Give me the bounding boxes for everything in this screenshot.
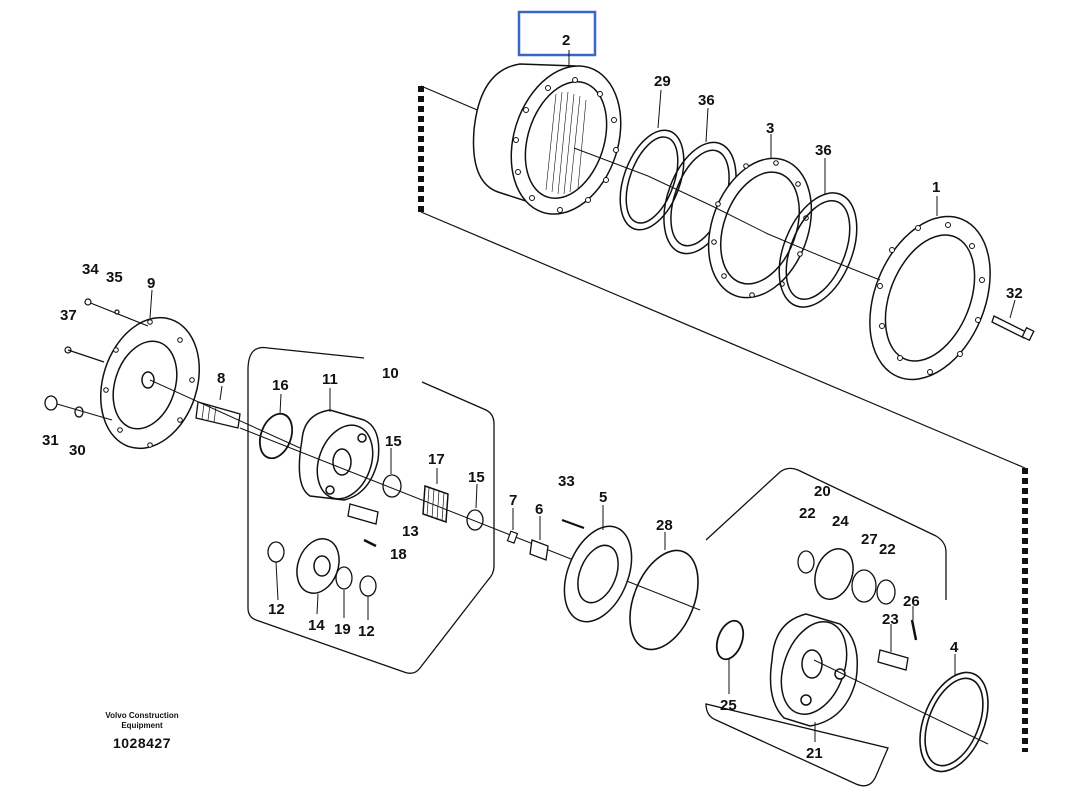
part-pin-13[interactable] [347, 503, 379, 525]
drawing-caption: Volvo Construction Equipment 1028427 [86, 711, 198, 751]
label-part-11[interactable]: 11 [322, 371, 338, 388]
part-washer-12a[interactable] [267, 541, 285, 563]
label-part-6[interactable]: 6 [535, 501, 543, 518]
part-cover-9[interactable] [85, 305, 216, 461]
part-hub-1[interactable] [847, 199, 1013, 398]
part-sun-shaft-8[interactable] [149, 379, 301, 449]
part-gear-14[interactable] [290, 533, 347, 599]
part-bushing-6[interactable] [529, 539, 549, 561]
group-20-outline [705, 467, 947, 787]
label-part-1[interactable]: 1 [932, 179, 940, 196]
part-bearing-27[interactable] [851, 569, 877, 603]
label-part-34[interactable]: 34 [82, 261, 99, 278]
part-ring-28[interactable] [617, 541, 712, 660]
label-part-31[interactable]: 31 [42, 432, 59, 449]
part-key-7[interactable] [506, 530, 519, 544]
label-part-28[interactable]: 28 [656, 517, 673, 534]
selected-part-highlight [517, 10, 597, 57]
label-part-30[interactable]: 30 [69, 442, 86, 459]
upper-axis-line [573, 147, 881, 281]
part-planet-gear-17[interactable] [422, 484, 449, 524]
label-part-12b[interactable]: 12 [358, 623, 375, 640]
part-carrier-11[interactable] [298, 409, 382, 507]
label-part-13[interactable]: 13 [402, 523, 419, 540]
label-part-35[interactable]: 35 [106, 269, 123, 286]
label-part-7[interactable]: 7 [509, 492, 517, 509]
part-bolt-32[interactable] [991, 315, 1035, 342]
part-snap-ring-25[interactable] [712, 617, 748, 663]
part-washer-12b[interactable] [359, 575, 377, 597]
label-part-15a[interactable]: 15 [385, 433, 402, 450]
label-part-26[interactable]: 26 [903, 593, 920, 610]
label-part-10[interactable]: 10 [382, 365, 399, 382]
part-flange-3[interactable] [690, 144, 829, 312]
label-part-23[interactable]: 23 [882, 611, 899, 628]
part-fasteners-34-35-37[interactable] [64, 298, 149, 363]
part-labels: 2 29 36 3 36 1 32 34 35 9 37 8 16 11 10 … [42, 32, 1023, 762]
part-washer-15a[interactable] [382, 474, 402, 498]
part-bearing-19[interactable] [335, 566, 353, 590]
label-part-22b[interactable]: 22 [879, 541, 896, 558]
part-plug-31-30[interactable] [44, 395, 113, 421]
label-part-12a[interactable]: 12 [268, 601, 285, 618]
label-part-29[interactable]: 29 [654, 73, 671, 90]
label-part-5[interactable]: 5 [599, 489, 607, 506]
label-part-18[interactable]: 18 [390, 546, 407, 563]
part-seal-ring-29[interactable] [608, 122, 696, 239]
part-planet-gear-24[interactable] [808, 543, 860, 604]
label-part-27[interactable]: 27 [861, 531, 878, 548]
label-part-19[interactable]: 19 [334, 621, 351, 638]
part-ring-gear-housing[interactable] [472, 52, 639, 229]
group-10-outline [247, 346, 495, 674]
label-part-22a[interactable]: 22 [799, 505, 816, 522]
label-part-20[interactable]: 20 [814, 483, 831, 500]
part-spring-pin-18[interactable] [363, 538, 377, 548]
part-pin-23[interactable] [877, 649, 909, 671]
label-part-25[interactable]: 25 [720, 697, 737, 714]
label-part-32[interactable]: 32 [1006, 285, 1023, 302]
part-floating-seal-36b[interactable] [764, 182, 872, 319]
label-part-33[interactable]: 33 [558, 473, 575, 490]
label-part-21[interactable]: 21 [806, 745, 823, 762]
upper-group-outline [418, 85, 1028, 752]
label-part-4[interactable]: 4 [950, 639, 959, 656]
leader-lines [149, 50, 1016, 742]
part-thrust-plate-5[interactable] [551, 516, 644, 631]
label-part-37[interactable]: 37 [60, 307, 77, 324]
label-part-2[interactable]: 2 [562, 32, 570, 49]
label-part-36b[interactable]: 36 [815, 142, 832, 159]
label-part-24[interactable]: 24 [832, 513, 849, 530]
drawing-number: 1028427 [112, 735, 171, 751]
label-part-15b[interactable]: 15 [468, 469, 485, 486]
label-part-8[interactable]: 8 [217, 370, 225, 387]
label-part-3[interactable]: 3 [766, 120, 774, 137]
brand-line-2: Equipment [121, 721, 163, 730]
part-spring-pin-26[interactable] [910, 619, 918, 641]
part-o-ring-16[interactable] [254, 409, 298, 462]
brand-line-1: Volvo Construction [105, 711, 179, 720]
part-washer-22a[interactable] [797, 550, 815, 574]
part-screw-33[interactable] [561, 519, 585, 529]
label-part-36a[interactable]: 36 [698, 92, 715, 109]
carrier-axis-line [813, 659, 989, 745]
part-ring-4[interactable] [907, 663, 1002, 782]
label-part-9[interactable]: 9 [147, 275, 155, 292]
label-part-14[interactable]: 14 [308, 617, 325, 634]
label-part-16[interactable]: 16 [272, 377, 289, 394]
part-washer-15b[interactable] [466, 509, 484, 531]
part-washer-22b[interactable] [876, 579, 896, 605]
label-part-17[interactable]: 17 [428, 451, 445, 468]
part-carrier-21[interactable] [769, 613, 859, 727]
